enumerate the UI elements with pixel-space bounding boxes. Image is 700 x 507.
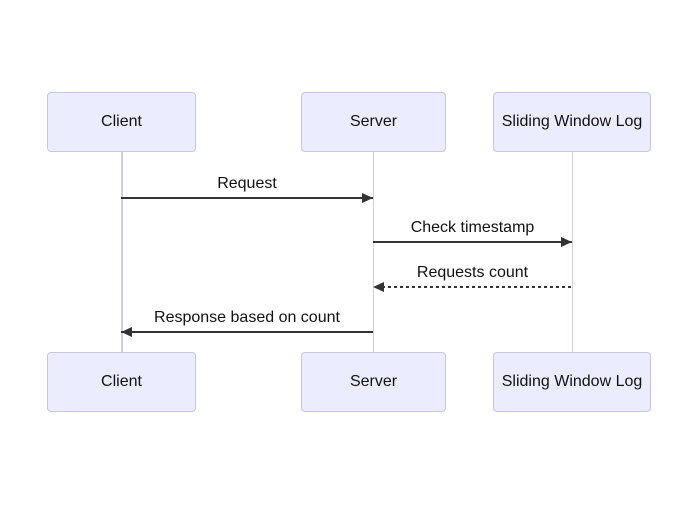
message-label-response-based-on-count: Response based on count xyxy=(154,309,340,326)
lifeline-sliding-window-log xyxy=(571,152,573,352)
actor-label: Sliding Window Log xyxy=(501,113,643,130)
actor-top-client: Client xyxy=(47,92,196,152)
message-line-request xyxy=(121,197,373,199)
actor-top-server: Server xyxy=(301,92,446,152)
message-line-response-based-on-count xyxy=(121,331,373,333)
message-label-check-timestamp: Check timestamp xyxy=(410,219,535,236)
arrowhead-request xyxy=(362,193,373,203)
actor-bottom-sliding-window-log: Sliding Window Log xyxy=(493,352,651,412)
message-line-check-timestamp xyxy=(373,241,572,243)
actor-label: Sliding Window Log xyxy=(501,373,643,390)
actor-bottom-client: Client xyxy=(47,352,196,412)
actor-label: Client xyxy=(101,113,142,130)
actor-label: Server xyxy=(349,373,398,390)
message-label-request: Request xyxy=(217,175,277,192)
actor-top-sliding-window-log: Sliding Window Log xyxy=(493,92,651,152)
message-line-requests-count xyxy=(382,286,572,288)
arrowhead-response-based-on-count xyxy=(121,327,132,337)
lifeline-server xyxy=(372,152,374,352)
arrowhead-requests-count xyxy=(373,282,384,292)
arrowhead-check-timestamp xyxy=(561,237,572,247)
message-label-requests-count: Requests count xyxy=(416,264,529,281)
actor-label: Server xyxy=(349,113,398,130)
lifeline-client xyxy=(121,152,123,352)
actor-bottom-server: Server xyxy=(301,352,446,412)
actor-label: Client xyxy=(101,373,142,390)
